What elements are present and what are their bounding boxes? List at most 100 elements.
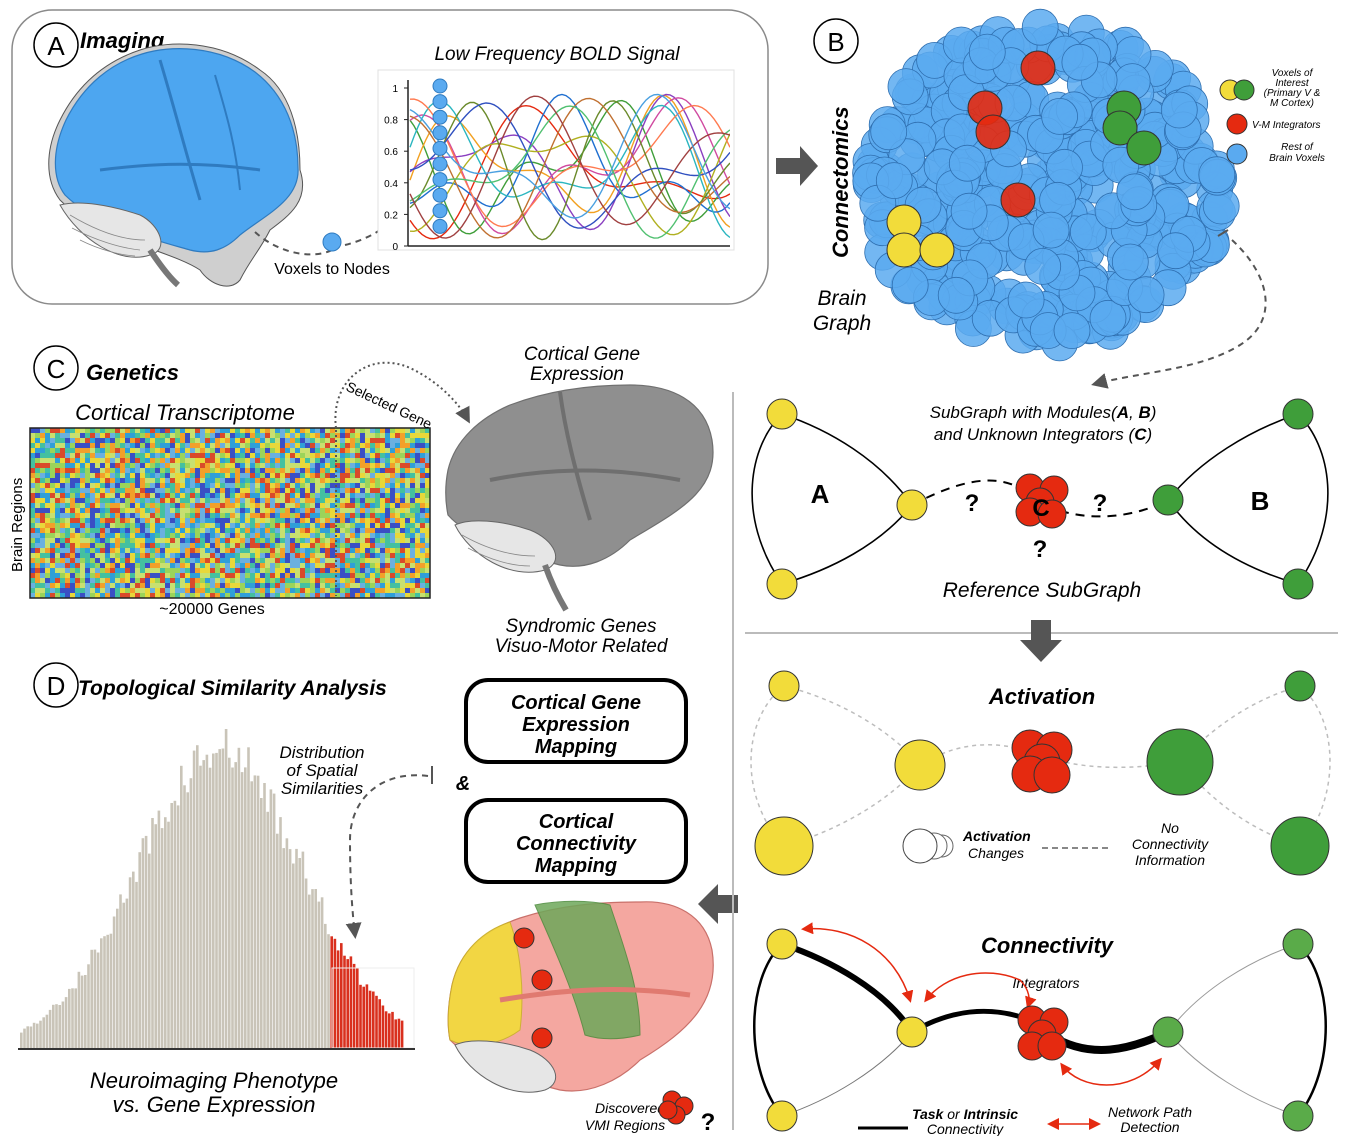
histogram-bar <box>176 805 180 1048</box>
syndromic-genes-2: Visuo-Motor Related <box>495 636 669 657</box>
histogram-bar <box>84 975 87 1048</box>
cerebellum <box>59 202 162 258</box>
bold-signal-line <box>409 94 730 228</box>
histogram-bar <box>58 1005 61 1048</box>
colored-brain-illustration <box>447 900 714 1093</box>
histogram-bar <box>128 877 132 1048</box>
histogram-tail-bar <box>388 1013 391 1048</box>
histogram-bar <box>36 1023 39 1048</box>
question-right: ? <box>1093 490 1108 517</box>
conn-edge-c-to-b <box>1047 1028 1170 1054</box>
brain-voxel-node <box>875 162 913 200</box>
path-detection-arrow-1 <box>801 922 914 1003</box>
gray-cerebellum-folds <box>461 534 536 567</box>
histogram-bar <box>148 853 151 1048</box>
brain-voxel-node <box>1021 8 1059 46</box>
brain-voxel-node <box>1127 276 1165 314</box>
histogram-bar <box>263 783 266 1048</box>
reference-subgraph: SubGraph with Modules(A, B) and Unknown … <box>751 398 1329 602</box>
subgraph-caption: Reference SubGraph <box>943 579 1141 602</box>
conn-thin-edge-b <box>1167 943 1299 1033</box>
distribution-label-3: Similarities <box>281 779 364 798</box>
histogram-bar <box>183 785 186 1048</box>
activation-legend-rest: Changes <box>968 845 1024 861</box>
conn-integrator-cluster <box>1017 1005 1069 1061</box>
voxel-dashed-arrow-left <box>254 231 341 256</box>
brain-voxel-node <box>1157 232 1194 270</box>
bold-y-tick-label: 0.6 <box>384 147 398 158</box>
network-path-1: Network Path <box>1108 1104 1192 1120</box>
brain-voxel-node <box>968 33 1006 71</box>
histogram-tail-bar <box>356 967 359 1048</box>
conn-right-edge <box>1297 943 1327 1117</box>
histogram-bar <box>260 798 263 1048</box>
bold-signal-line <box>409 104 730 240</box>
gene-expression-mapping-box <box>464 678 688 764</box>
motor-voxel-node <box>1126 130 1162 166</box>
histogram-bar <box>234 762 237 1048</box>
brain-voxel-node <box>1069 213 1107 251</box>
histogram-tail-bar <box>368 990 372 1048</box>
subgraph-green-node-1 <box>1282 398 1314 430</box>
histogram-bar <box>218 749 221 1048</box>
histogram-bar <box>87 964 90 1048</box>
subgraph-yellow-node-1 <box>766 398 798 430</box>
panel-c-letter: C <box>47 354 66 384</box>
histogram-tail-bar <box>349 956 353 1048</box>
brain-voxel-node <box>1041 98 1078 135</box>
histogram-bar <box>112 916 116 1048</box>
histogram-bar <box>80 975 84 1048</box>
histogram-bar <box>32 1022 36 1048</box>
subgraph-green-node-3 <box>1152 484 1184 516</box>
histogram-bar <box>119 894 122 1048</box>
transcriptome-matrix <box>30 428 430 598</box>
histogram-bar <box>304 878 308 1048</box>
bold-y-tick-label: 0.4 <box>384 179 398 190</box>
visual-voxel-node <box>886 232 922 268</box>
integrator-voxel-node <box>975 114 1011 150</box>
activation-yellow-medium <box>894 739 946 791</box>
histogram-tail-bar <box>391 1011 394 1048</box>
module-b-top-edge <box>1167 413 1299 501</box>
histogram-tail-bar <box>372 991 375 1048</box>
activation-panel: Activation Activation Changes No Connect… <box>750 670 1331 876</box>
conn-thick-edge-a <box>781 941 915 1034</box>
vmi-node-1 <box>513 927 535 949</box>
gray-brainstem <box>542 564 569 612</box>
histogram-bar <box>288 849 292 1048</box>
bold-signal-line <box>409 98 730 228</box>
voxel-label: Voxels to Nodes <box>274 261 390 278</box>
histogram-bar <box>244 767 247 1048</box>
histogram-bar <box>221 748 225 1048</box>
brain-voxel-node <box>891 266 929 304</box>
bold-node-dot <box>432 109 448 125</box>
bold-y-tick-label: 1 <box>392 84 398 95</box>
module-a-left-edge <box>751 413 783 585</box>
activation-faint-edges <box>750 685 1331 847</box>
matrix-frame <box>29 427 431 599</box>
vmi-node-2 <box>531 969 553 991</box>
activation-yellow-small <box>768 670 800 702</box>
legend-voi-line-1: Voxels of <box>1272 68 1314 79</box>
histogram-bar <box>256 775 260 1048</box>
histogram-bar <box>23 1028 26 1048</box>
caption-line-1: Neuroimaging Phenotype <box>90 1068 338 1093</box>
subgraph-yellow-node-2 <box>766 568 798 600</box>
panel-d: D Topological Similarity Analysis Distri… <box>18 662 738 1136</box>
central-sulcus <box>158 59 202 201</box>
histogram-bar <box>247 747 250 1048</box>
histogram-tail-bar <box>352 963 356 1048</box>
histogram-bar <box>192 750 196 1048</box>
network-path-2: Detection <box>1120 1119 1179 1135</box>
box1-line-1: Cortical Gene <box>511 692 641 714</box>
conn-left-edge <box>753 943 783 1117</box>
histogram-tail-bar <box>375 995 378 1048</box>
histogram-bar <box>180 765 183 1048</box>
histogram-bar <box>52 1004 55 1048</box>
discovered-label-1: Discovered <box>595 1100 666 1116</box>
conn-yellow-node-1 <box>766 928 798 960</box>
histogram-bar <box>42 1017 45 1048</box>
bold-signal-line <box>409 100 730 239</box>
